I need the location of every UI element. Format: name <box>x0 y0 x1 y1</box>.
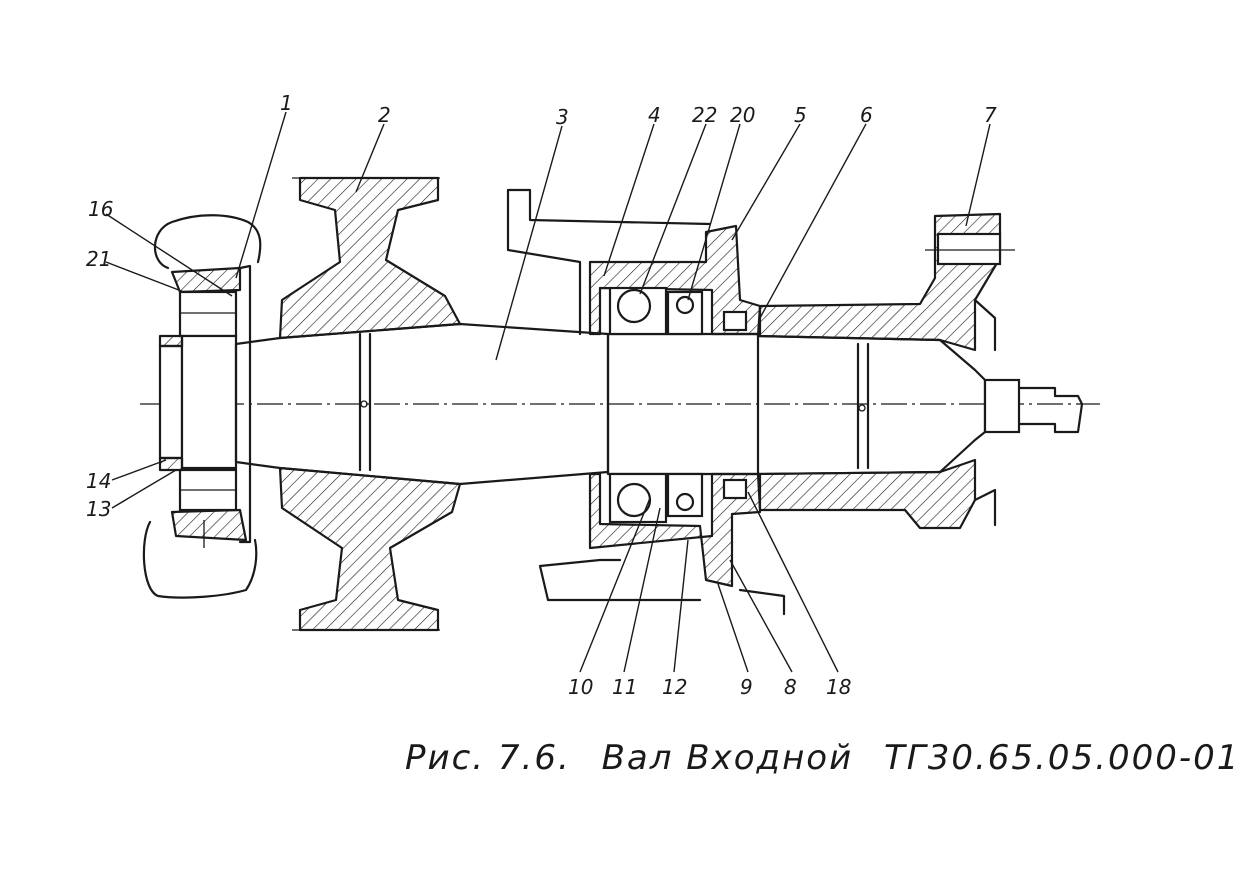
callout-labels: 1 2 3 4 22 20 5 6 7 16 21 14 13 10 11 12… <box>86 91 997 699</box>
callout-14: 14 <box>86 469 111 493</box>
figure-caption: Рис. 7.6. Вал Входной ТГ30.65.05.000-01 <box>405 738 1258 778</box>
callout-10: 10 <box>568 675 593 699</box>
leader-lines <box>105 111 991 673</box>
right-flange <box>756 212 1015 530</box>
callout-5: 5 <box>794 103 807 127</box>
drawing-page: 1 2 3 4 22 20 5 6 7 16 21 14 13 10 11 12… <box>86 91 1239 778</box>
callout-4: 4 <box>648 103 661 127</box>
callout-16: 16 <box>88 197 113 221</box>
callout-1: 1 <box>280 91 293 115</box>
callout-21: 21 <box>86 247 111 271</box>
callout-9: 9 <box>740 675 753 699</box>
callout-7: 7 <box>984 103 997 127</box>
callout-20: 20 <box>730 103 755 127</box>
drawing-code: ТГ30.65.05.000-01 <box>884 738 1241 778</box>
left-housing-outline <box>142 214 262 599</box>
shaft-left-end <box>158 334 238 472</box>
callout-8: 8 <box>784 675 797 699</box>
callout-11: 11 <box>612 675 637 699</box>
callout-2: 2 <box>378 103 391 127</box>
figure-number: Рис. 7.6. <box>405 738 571 778</box>
callout-12: 12 <box>662 675 687 699</box>
center-bearing-housing <box>506 188 786 616</box>
gear-wheel <box>278 176 462 632</box>
figure-title: Вал Входной <box>601 738 854 778</box>
callout-18: 18 <box>826 675 851 699</box>
callout-22: 22 <box>692 103 717 127</box>
callout-3: 3 <box>556 105 569 129</box>
callout-6: 6 <box>860 103 873 127</box>
callout-13: 13 <box>86 497 111 521</box>
shaft-assembly-drawing: 1 2 3 4 22 20 5 6 7 16 21 14 13 10 11 12… <box>86 91 1100 699</box>
